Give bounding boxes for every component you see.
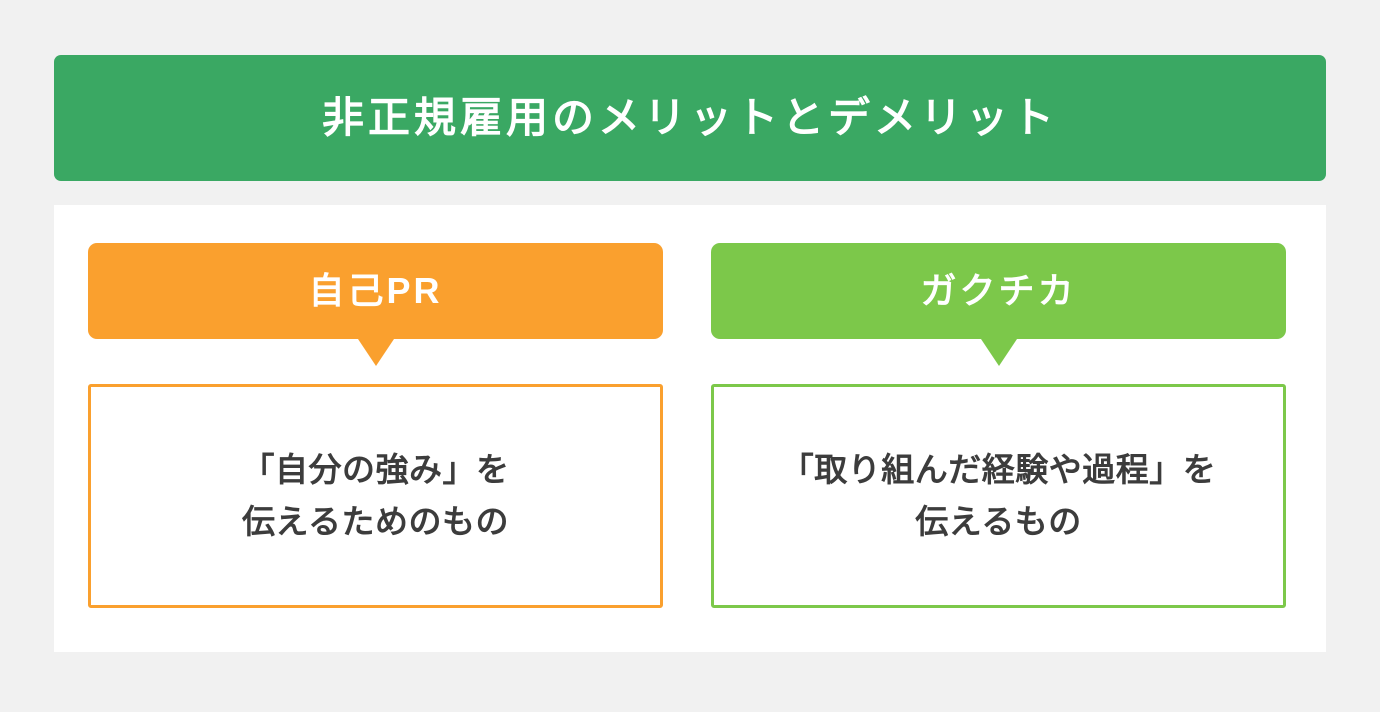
label-callout-self-pr: 自己PR — [88, 243, 663, 366]
body-text-self-pr: 「自分の強み」を 伝えるためのもの — [241, 451, 510, 540]
label-text-self-pr: 自己PR — [308, 270, 443, 312]
label-callout-gakuchika: ガクチカ — [711, 243, 1286, 366]
body-text-gakuchika: 「取り組んだ経験や過程」を 伝えるもの — [780, 451, 1217, 540]
label-text-gakuchika: ガクチカ — [920, 270, 1077, 312]
label-box-self-pr: 自己PR — [88, 243, 663, 339]
body-box-self-pr: 「自分の強み」を 伝えるためのもの — [88, 384, 663, 608]
callout-tail-icon-self-pr — [357, 339, 394, 366]
label-box-gakuchika: ガクチカ — [711, 243, 1286, 339]
callout-tail-icon-gakuchika — [980, 339, 1017, 366]
comparison-column-self-pr: 自己PR 「自分の強み」を 伝えるためのもの — [88, 243, 663, 652]
body-box-gakuchika: 「取り組んだ経験や過程」を 伝えるもの — [711, 384, 1286, 608]
page-title: 非正規雇用のメリットとデメリット — [321, 93, 1058, 141]
content-card: 自己PR 「自分の強み」を 伝えるためのもの ガクチカ 「取り組んだ経験や — [54, 205, 1326, 652]
comparison-column-gakuchika: ガクチカ 「取り組んだ経験や過程」を 伝えるもの — [711, 243, 1286, 652]
title-banner: 非正規雇用のメリットとデメリット — [54, 55, 1326, 181]
comparison-columns: 自己PR 「自分の強み」を 伝えるためのもの ガクチカ 「取り組んだ経験や — [54, 205, 1326, 652]
